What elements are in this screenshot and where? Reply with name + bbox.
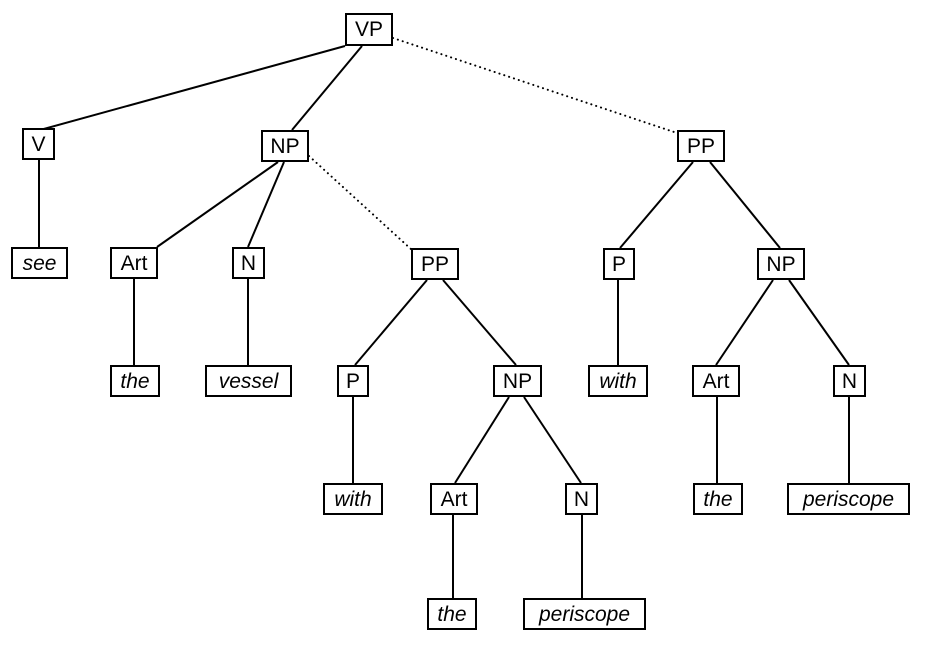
tree-node-art_mid[interactable]: Art <box>430 483 478 515</box>
tree-node-pp_mid[interactable]: PP <box>411 248 459 280</box>
tree-node-vp[interactable]: VP <box>345 13 393 46</box>
tree-edge-np1-art1 <box>156 161 279 248</box>
tree-node-label-the_r: the <box>703 487 733 511</box>
tree-node-label-v: V <box>31 132 46 156</box>
tree-node-label-np_right: NP <box>766 252 796 276</box>
tree-node-art_right[interactable]: Art <box>692 365 740 397</box>
tree-edge-vp-v <box>39 45 346 131</box>
tree-edge-np-right-n <box>788 279 850 366</box>
tree-node-pp_right[interactable]: PP <box>677 130 725 162</box>
tree-node-n_right[interactable]: N <box>833 365 866 397</box>
tree-edge-vp-pp-right <box>392 37 678 134</box>
tree-node-label-vp: VP <box>354 18 383 41</box>
tree-node-the_r[interactable]: the <box>693 483 743 515</box>
tree-node-p_mid[interactable]: P <box>337 365 369 397</box>
tree-node-label-np_mid: NP <box>502 369 533 393</box>
tree-node-label-with_m: with <box>334 487 372 511</box>
tree-node-n1[interactable]: N <box>232 247 265 279</box>
tree-node-np_right[interactable]: NP <box>757 248 805 280</box>
tree-node-label-n_right: N <box>841 369 858 393</box>
tree-node-label-peri_r: periscope <box>802 487 895 511</box>
tree-edge-pp-mid-np-mid <box>442 279 517 366</box>
tree-node-label-vessel: vessel <box>218 369 279 393</box>
tree-edge-pp-right-p <box>619 161 694 249</box>
tree-edge-np1-n1 <box>247 161 285 248</box>
tree-node-label-p_right: P <box>611 252 626 276</box>
tree-node-peri_m[interactable]: periscope <box>523 598 646 630</box>
tree-node-see[interactable]: see <box>11 247 68 279</box>
tree-node-p_right[interactable]: P <box>603 248 635 280</box>
tree-node-np1[interactable]: NP <box>261 130 309 162</box>
tree-node-label-the_m: the <box>437 602 467 626</box>
tree-node-label-art1: Art <box>120 251 148 275</box>
tree-node-label-art_right: Art <box>702 369 730 393</box>
tree-edge-np1-pp-mid <box>308 155 413 251</box>
tree-edge-np-mid-n <box>523 396 582 484</box>
tree-node-label-see: see <box>22 251 57 275</box>
tree-node-label-p_mid: P <box>345 369 360 393</box>
tree-node-label-pp_right: PP <box>686 134 715 158</box>
tree-node-art1[interactable]: Art <box>110 247 158 279</box>
tree-edge-np-mid-art <box>454 396 510 484</box>
tree-edge-np-right-art <box>715 279 774 366</box>
tree-node-label-pp_mid: PP <box>420 252 449 276</box>
tree-edge-pp-right-np <box>709 161 781 249</box>
tree-node-v[interactable]: V <box>22 128 55 160</box>
tree-node-label-art_mid: Art <box>440 487 468 511</box>
tree-node-the_m[interactable]: the <box>427 598 477 630</box>
tree-edge-vp-np1 <box>291 45 363 131</box>
tree-node-label-the1: the <box>120 369 150 393</box>
tree-edge-pp-mid-p-mid <box>354 279 428 366</box>
tree-node-with_m[interactable]: with <box>323 483 383 515</box>
tree-node-label-n1: N <box>240 251 257 275</box>
tree-node-vessel[interactable]: vessel <box>205 365 292 397</box>
tree-node-n_mid[interactable]: N <box>565 483 598 515</box>
tree-node-the1[interactable]: the <box>110 365 160 397</box>
tree-node-label-with_r: with <box>599 369 637 393</box>
tree-node-label-peri_m: periscope <box>538 602 631 626</box>
tree-node-np_mid[interactable]: NP <box>493 365 542 397</box>
tree-node-label-np1: NP <box>270 134 300 158</box>
tree-node-with_r[interactable]: with <box>588 365 648 397</box>
tree-node-label-n_mid: N <box>573 487 590 511</box>
tree-node-peri_r[interactable]: periscope <box>787 483 910 515</box>
